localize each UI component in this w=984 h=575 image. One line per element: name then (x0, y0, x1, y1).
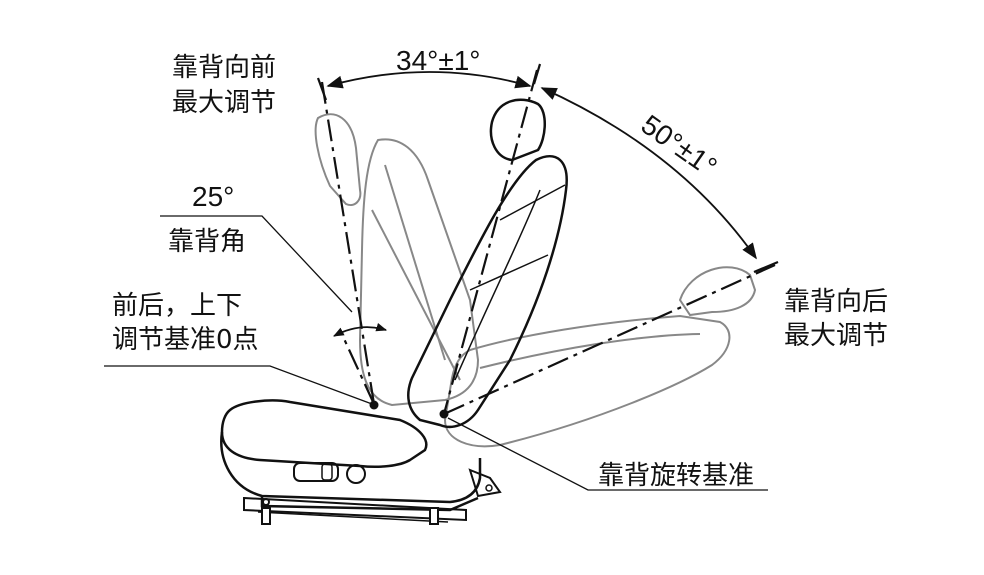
pivot-dot (439, 409, 449, 419)
label-forward-max-line2: 最大调节 (172, 88, 277, 118)
rail-foot-front (261, 507, 271, 525)
centerlines (320, 69, 776, 416)
headrest-forward (314, 113, 362, 206)
rail-upper (243, 496, 467, 522)
label-zero-point-line1: 前后，上下 (112, 291, 243, 321)
seat-cushion (220, 399, 502, 512)
headrest-upright (489, 98, 546, 162)
label-pivot: 靠背旋转基准 (598, 461, 755, 491)
label-angle-34: 34°±1° (396, 45, 481, 76)
leader-zero-point (104, 365, 373, 405)
arc-50deg (540, 87, 757, 260)
centerline-rear (443, 263, 776, 416)
recliner-bracket (468, 468, 502, 498)
rail-foot-rear (429, 507, 439, 525)
label-zero-point-line2: 调节基准0点 (112, 325, 259, 355)
leader-pivot (447, 417, 768, 491)
backrest-forward (314, 113, 480, 407)
label-backrest-angle-value: 25° (192, 181, 235, 212)
backrest-forward-seam (384, 164, 446, 361)
backrest-rear (443, 266, 757, 448)
cushion-bottom (260, 496, 479, 512)
seat-rail (243, 496, 467, 525)
arc-25deg (333, 323, 388, 337)
zero-point-dot (369, 400, 379, 410)
centerline-forward (320, 81, 376, 405)
centerline-zero-ref (339, 329, 375, 405)
leader-backrest-angle (160, 215, 353, 313)
centerline-upright (442, 69, 539, 415)
backrest-upright-seam (454, 189, 541, 381)
recline-knob (346, 464, 366, 484)
label-forward-max-line1: 靠背向前 (172, 53, 277, 83)
backrest-rear-shell (443, 314, 731, 448)
adjust-switch (293, 462, 339, 482)
backrest-upright (407, 98, 568, 429)
backrest-forward-seam-2 (371, 209, 461, 381)
leader-lines (104, 215, 768, 491)
label-backrest-angle: 靠背角 (168, 227, 247, 257)
angle-arcs (326, 71, 757, 337)
arc-34deg (326, 71, 532, 89)
label-rear-max-line1: 靠背向后 (784, 287, 889, 317)
label-rear-max-line2: 最大调节 (784, 321, 889, 351)
headrest-rear (678, 266, 757, 317)
backrest-forward-shell (358, 138, 480, 407)
cushion-top (220, 399, 428, 468)
